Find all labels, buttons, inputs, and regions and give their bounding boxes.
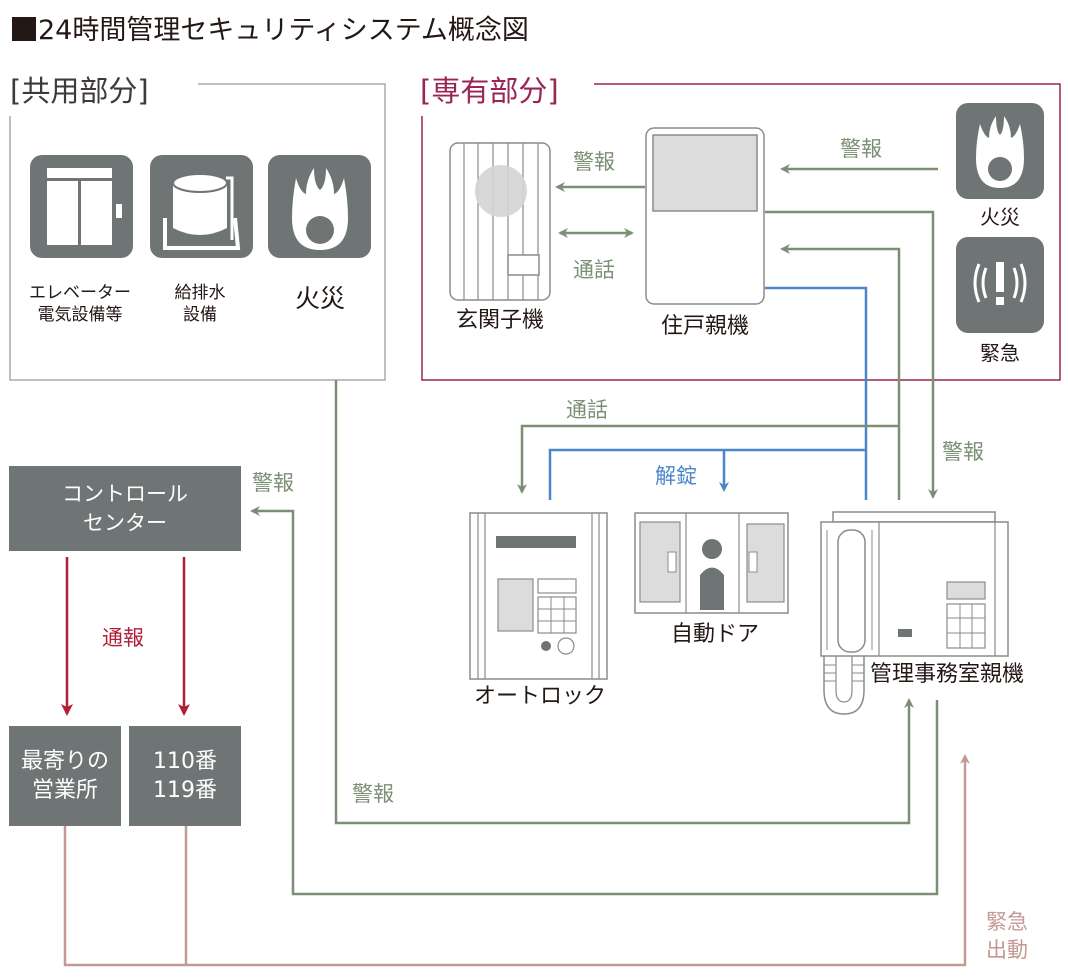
- unlock-line-home: [765, 286, 868, 500]
- office-master-device: [820, 511, 1009, 715]
- dispatch-label: 緊急 出動: [986, 908, 1028, 964]
- title-bullet: [12, 17, 36, 41]
- emergency-numbers-box: 110番 119番: [129, 726, 241, 826]
- alarm-label-fire: 警報: [840, 137, 882, 161]
- common-fire-label: 火災: [294, 284, 345, 313]
- alarm-label-control: 警報: [252, 471, 294, 495]
- nearest-office-line2: 営業所: [31, 778, 98, 803]
- emergency-label: 緊急: [980, 341, 1020, 365]
- emergency-numbers-line2: 119番: [153, 778, 217, 803]
- unlock-line-to-autolock: [548, 448, 866, 500]
- nearest-office-line1: 最寄りの: [20, 749, 109, 774]
- common-section-label: [共用部分]: [10, 74, 149, 108]
- dispatch-line: [63, 754, 970, 967]
- dispatch-label-line2: 出動: [986, 938, 1028, 962]
- alarm-line-home-to-office: [765, 210, 938, 499]
- home-master-label: 住戸親機: [660, 314, 749, 339]
- water-tank-icon: [150, 155, 253, 258]
- nearest-office-box: 最寄りの 営業所: [9, 726, 121, 826]
- elevator-label: エレベーター 電気設備等: [20, 282, 140, 326]
- control-center-box: コントロール センター: [9, 466, 241, 551]
- office-master-label: 管理事務室親機: [870, 662, 1025, 687]
- alarm-label-office: 警報: [942, 440, 984, 464]
- call-label-autolock: 通話: [566, 398, 608, 422]
- title-text: 24時間管理セキュリティシステム概念図: [38, 15, 529, 46]
- auto-door-label: 自動ドア: [670, 622, 759, 647]
- auto-door-device: [634, 512, 789, 614]
- fire-icon: [268, 155, 371, 258]
- unlock-label: 解錠: [655, 464, 697, 488]
- private-section-label: [専有部分]: [420, 74, 559, 108]
- dispatch-label-line1: 緊急: [986, 910, 1028, 934]
- water-label: 給排水 設備: [150, 282, 250, 326]
- home-master-device: [645, 127, 765, 305]
- call-line-office-to-home: [780, 244, 901, 500]
- alarm-line-common-to-office: [334, 380, 914, 825]
- water-label-line2: 設備: [183, 305, 217, 325]
- alarm-label-entrance: 警報: [573, 150, 615, 174]
- entrance-unit-label: 玄関子機: [455, 308, 544, 333]
- control-center-line2: センター: [83, 510, 167, 535]
- private-fire-icon: [956, 103, 1044, 199]
- common-section-frame: [9, 83, 386, 381]
- alarm-label-common: 警報: [352, 782, 394, 806]
- report-label: 通報: [102, 626, 144, 650]
- emergency-icon: [956, 237, 1044, 333]
- elevator-icon: [30, 155, 133, 258]
- autolock-device: [469, 512, 608, 680]
- elevator-label-line2: 電気設備等: [37, 305, 123, 325]
- call-line-to-autolock: [517, 424, 899, 494]
- page-title: 24時間管理セキュリティシステム概念図: [12, 8, 529, 47]
- emergency-numbers-line1: 110番: [153, 749, 217, 774]
- control-center-line1: コントロール: [62, 481, 188, 506]
- autolock-label: オートロック: [473, 684, 606, 709]
- alarm-line-office-to-control: [250, 506, 939, 896]
- water-label-line1: 給排水: [174, 283, 226, 303]
- entrance-unit-device: [449, 142, 551, 301]
- elevator-label-line1: エレベーター: [29, 283, 131, 303]
- private-fire-label: 火災: [980, 205, 1020, 229]
- private-section-frame: [421, 83, 1061, 381]
- call-label-entrance: 通話: [573, 258, 615, 282]
